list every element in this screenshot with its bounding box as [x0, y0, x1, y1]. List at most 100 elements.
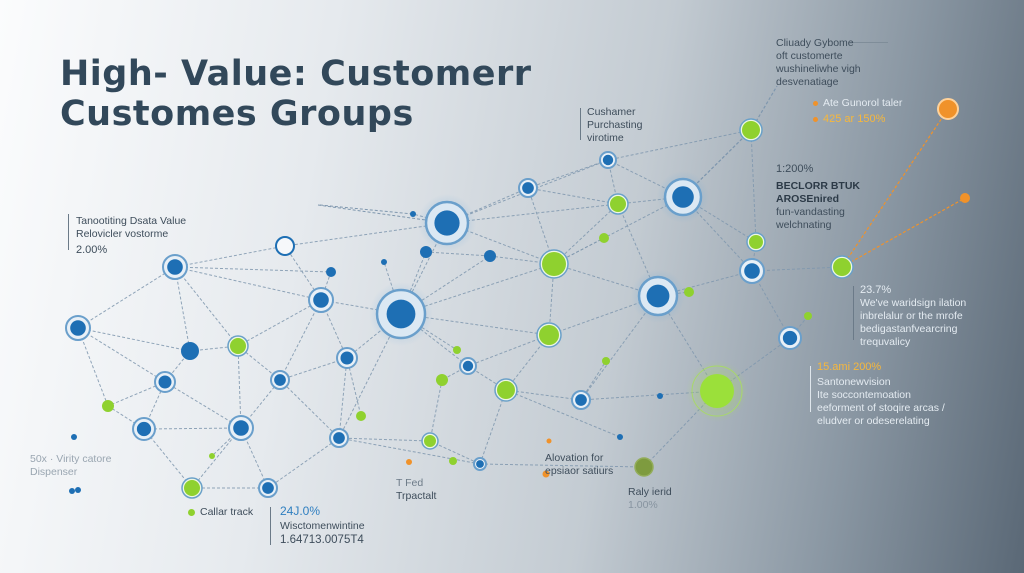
- callout-line: [841, 108, 949, 268]
- customer-node: [275, 236, 295, 256]
- network-edge: [143, 428, 193, 489]
- customer-node: [274, 374, 286, 386]
- customer-node: [522, 182, 534, 194]
- high-value-node: [184, 480, 200, 496]
- customer-node: [326, 267, 336, 277]
- orange-node: [960, 193, 970, 203]
- network-edge: [580, 390, 718, 401]
- customer-node: [181, 342, 199, 360]
- high-value-node: [356, 411, 366, 421]
- callout-rule: [270, 507, 271, 545]
- annotation-line: virotime: [587, 132, 624, 144]
- network-edge: [505, 389, 582, 401]
- network-edge: [425, 251, 491, 257]
- annotation-bottom-green: Callar track: [200, 506, 253, 519]
- callout-rule: [810, 366, 811, 412]
- annotation-line: T Fed: [396, 477, 424, 489]
- annotation-line: welchnating: [776, 219, 832, 231]
- network-edge: [319, 204, 414, 215]
- callout-line: [841, 197, 966, 268]
- orange-bullet-icon: [813, 101, 818, 106]
- annotation-line: Callar track: [200, 506, 254, 518]
- customer-node: [602, 154, 614, 166]
- orange-bullet-icon: [813, 117, 818, 122]
- customer-node: [782, 330, 798, 346]
- annotation-bottom-mid: Alovation for epsiaor satiurs: [545, 452, 613, 478]
- high-value-node: [230, 338, 246, 354]
- network-edge: [505, 389, 621, 438]
- customer-node: [75, 487, 81, 493]
- annotation-line: Ate Gunorol taler: [823, 97, 903, 109]
- network-nodes: [65, 98, 970, 499]
- customer-node: [69, 488, 75, 494]
- network-edge: [527, 187, 619, 205]
- customer-node: [420, 246, 432, 258]
- high-value-node: [684, 287, 694, 297]
- annotation-line: 50x · Virity catore: [30, 453, 112, 465]
- network-edge: [174, 266, 239, 347]
- network-edge: [77, 327, 109, 407]
- customer-node: [657, 393, 663, 399]
- annotation-line: fun-vandasting: [776, 206, 845, 218]
- network-edge: [174, 266, 191, 352]
- annotation-line: oft customerte: [776, 50, 843, 62]
- customer-node: [158, 375, 172, 389]
- annotation-line: inbrelalur or the mrofe: [860, 310, 963, 322]
- network-edge: [77, 327, 166, 383]
- network-edge: [657, 295, 718, 392]
- orange-node: [937, 98, 959, 120]
- annotation-value: 15.ami 200%: [817, 361, 882, 373]
- high-value-node: [742, 121, 760, 139]
- network-edge: [237, 345, 242, 429]
- annotation-line: 1.00%: [628, 499, 658, 511]
- network-edge: [174, 245, 286, 268]
- annotation-line: 1.64713.0075T4: [280, 534, 364, 546]
- customer-node: [313, 292, 329, 308]
- network-edge: [279, 379, 340, 439]
- annotation-value: 425 ar 150%: [823, 113, 886, 125]
- high-value-node: [539, 325, 559, 345]
- network-edge: [284, 245, 322, 301]
- customer-node: [340, 351, 354, 365]
- network-edge: [338, 437, 481, 465]
- network-edge: [446, 222, 555, 265]
- high-value-node: [610, 196, 626, 212]
- callout-rule: [580, 108, 581, 140]
- high-value-node: [833, 258, 851, 276]
- high-value-node: [497, 381, 515, 399]
- annotation-left-mid: Tanootiting Dsata Value Relovicler vosto…: [76, 215, 186, 257]
- customer-node: [617, 434, 623, 440]
- network-edge: [750, 129, 757, 243]
- high-value-node: [453, 346, 461, 354]
- high-value-node: [424, 435, 436, 447]
- annotation-line: desvenatiage: [776, 76, 839, 88]
- callout-line: [750, 85, 778, 131]
- annotation-line: Tanootiting Dsata Value: [76, 215, 187, 227]
- annotation-line: Wisctomenwintine: [280, 520, 365, 532]
- network-edge: [338, 437, 431, 442]
- annotation-line: Ite soccontemoation: [817, 389, 911, 401]
- green-bullet-icon: [188, 509, 195, 516]
- callout-rule: [850, 42, 888, 43]
- customer-node: [410, 211, 416, 217]
- annotation-center-top: Cushamer Purchasting virotime: [587, 106, 642, 145]
- high-value-node: [102, 400, 114, 412]
- orange-node: [406, 459, 412, 465]
- customer-node: [71, 434, 77, 440]
- annotation-bottom-value: 24J.0% Wisctomenwintine 1.64713.0075T4: [280, 505, 365, 547]
- network-edge: [237, 299, 322, 347]
- high-value-node: [804, 312, 812, 320]
- network-edge: [479, 463, 645, 468]
- customer-node: [646, 284, 670, 308]
- network-edge: [279, 357, 348, 381]
- high-value-node: [599, 233, 609, 243]
- annotation-line: Alovation for: [545, 452, 604, 464]
- annotation-right-mid: 1:200% BECLORR BTUK AROSEnired fun-vanda…: [776, 163, 860, 232]
- network-edge: [527, 159, 609, 189]
- orange-node: [542, 470, 550, 478]
- annotation-line: eeforment of stoqire arcas /: [817, 402, 945, 414]
- annotation-right-pct: 23.7% We've waridsign ilation inbrelalur…: [860, 284, 966, 349]
- network-edge: [346, 313, 402, 359]
- customer-node: [434, 210, 460, 236]
